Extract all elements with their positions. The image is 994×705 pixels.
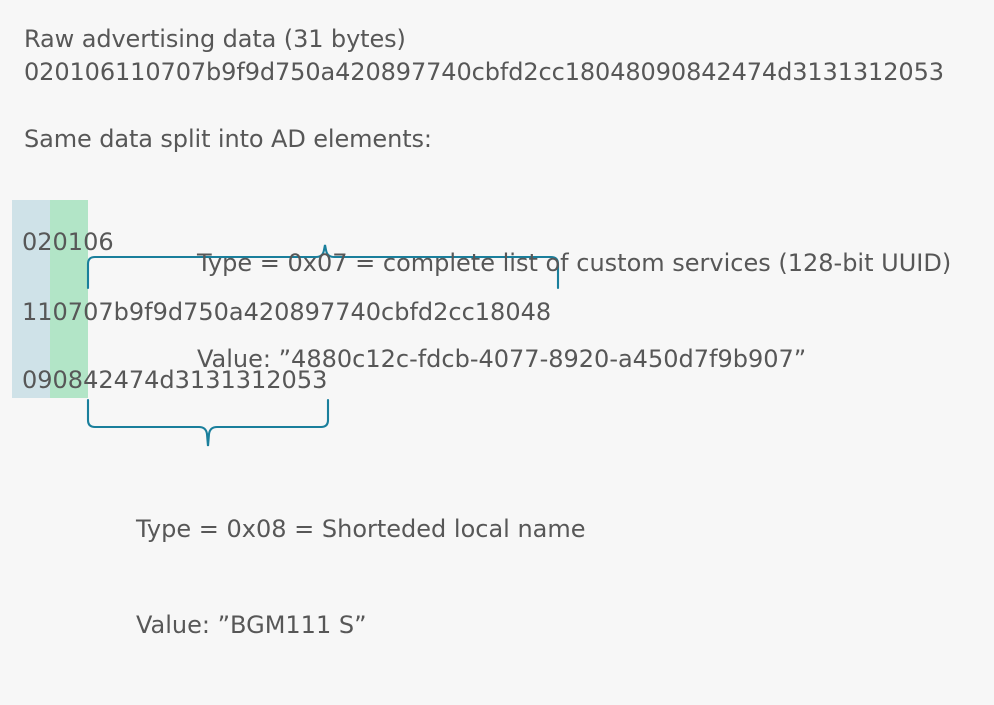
split-section-title: Same data split into AD elements: (24, 125, 432, 153)
callout-service-uuid-type: Type = 0x07 = complete list of custom se… (197, 249, 952, 277)
callout-local-name-value: Value: ”BGM111 S” (136, 611, 367, 639)
advertising-data-diagram: Raw advertising data (31 bytes) 02010611… (12, 25, 951, 639)
callout-service-uuid: Type = 0x07 = complete list of custom se… (197, 183, 951, 439)
type-byte-highlight-band (50, 200, 88, 398)
ad-element-row-flags: 020106 (22, 228, 114, 256)
ad-element-row-local-name: 090842474d3131312053 (22, 366, 328, 394)
length-byte-highlight-band (12, 200, 50, 398)
callout-local-name-type: Type = 0x08 = Shorteded local name (136, 515, 586, 543)
ad-element-row-service-uuid: 110707b9f9d750a420897740cbfd2cc18048 (22, 298, 552, 326)
callout-service-uuid-value: Value: ”4880c12c-fdcb-4077-8920-a450d7f9… (197, 345, 807, 373)
raw-data-hex-string: 020106110707b9f9d750a420897740cbfd2cc180… (24, 58, 944, 86)
callout-local-name: Type = 0x08 = Shorteded local name Value… (136, 449, 586, 705)
raw-data-title: Raw advertising data (31 bytes) (24, 25, 406, 53)
